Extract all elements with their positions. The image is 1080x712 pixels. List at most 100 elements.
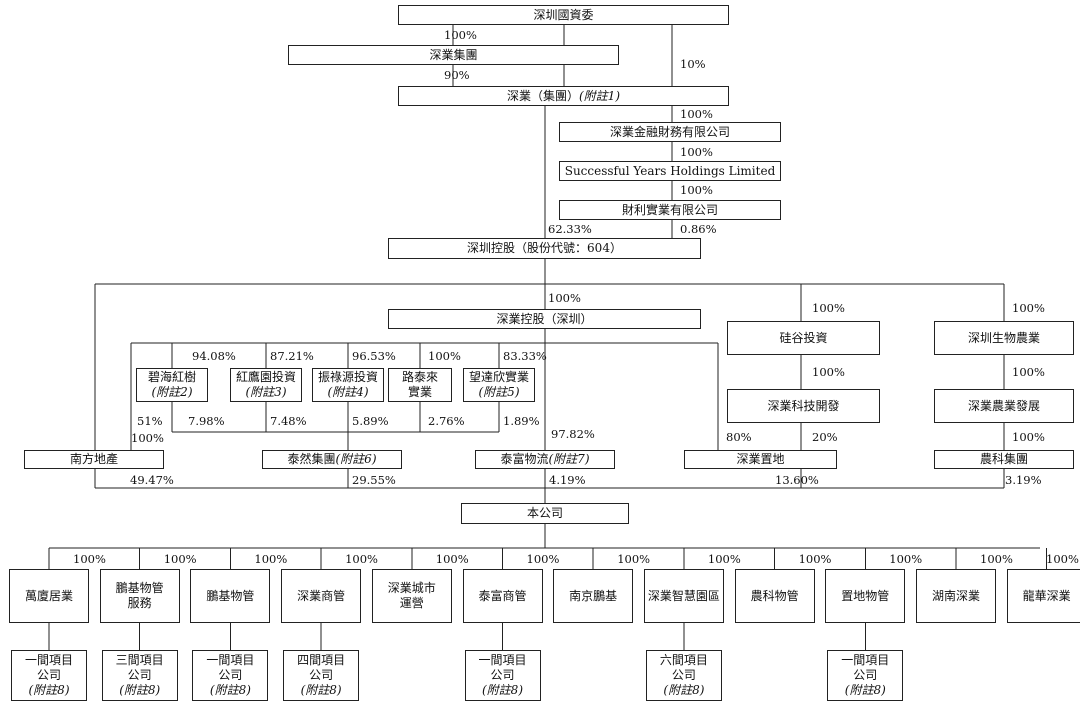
project-count-label: 三間項目 [115, 653, 164, 667]
the-company-label: 本公司 [526, 506, 563, 520]
note-1: (附註1) [579, 88, 620, 103]
project-count-label: 一間項目 [206, 653, 255, 667]
pct-sytech-to-syland: 20% [812, 430, 838, 444]
pct-company-to-subsidiary: 100% [73, 552, 106, 566]
shenzhen-bio-agriculture-label: 深圳生物農業 [967, 330, 1040, 345]
subsidiary-label: 鵬基物管 [206, 588, 255, 603]
pct-wangdaxin-to-tairan: 1.89% [503, 414, 540, 428]
subsidiary-label: 鵬基物管 [115, 581, 164, 595]
pct-sasac-to-group: 100% [444, 28, 477, 42]
tairan-group-label: 泰然集團 [287, 452, 336, 466]
note-8: (附註8) [844, 683, 886, 697]
pct-successful-years-to-caili: 100% [680, 183, 713, 197]
pct-holdings-to-szbio: 100% [1012, 301, 1045, 315]
wangdaxin-label: 望達欣實業 [468, 370, 529, 384]
pct-tairan-to-company: 29.55% [352, 473, 396, 487]
pct-lutailai-to-tairan: 2.76% [428, 414, 465, 428]
project-count-label: 六間項目 [659, 653, 708, 667]
hongying-investment-label: 紅鷹園投資 [235, 370, 296, 384]
project-count-label: 一間項目 [478, 653, 527, 667]
pct-company-to-subsidiary: 100% [617, 552, 651, 566]
pct-guigu-to-sytech: 100% [812, 365, 845, 379]
pct-groupco-to-holdings: 62.33% [548, 222, 592, 236]
subsidiary-label: 泰富商管 [478, 588, 527, 603]
shum-yip-land-label: 深業置地 [736, 452, 785, 466]
shum-yip-agriculture-development-box: 深業農業發展 [934, 389, 1074, 423]
nanfang-property-box: 南方地產 [24, 450, 164, 469]
shum-yip-group-label: 深業集團 [429, 47, 478, 62]
pct-taifu-to-company: 4.19% [549, 473, 586, 487]
note-8: (附註8) [119, 683, 161, 697]
pct-company-to-subsidiary: 100% [798, 552, 832, 566]
pct-sysz-to-wangdaxin: 83.33% [503, 349, 547, 363]
pct-sysz-to-lutailai: 100% [428, 349, 461, 363]
pct-sysz-to-hongying: 87.21% [270, 349, 314, 363]
pct-company-to-subsidiary: 100% [345, 552, 378, 566]
pct-nongke-to-company: 3.19% [1005, 473, 1042, 487]
shum-yip-finance-box: 深業金融財務有限公司 [559, 122, 781, 142]
lutailai-label-line2: 實業 [407, 385, 432, 399]
note-8: (附註8) [663, 683, 705, 697]
taifu-logistics-box: 泰富物流(附註7) [475, 450, 615, 469]
subsidiary-label: 萬廈居業 [24, 588, 73, 603]
project-company-label: 公司 [127, 668, 152, 682]
subsidiary-box: 置地物管 [825, 569, 906, 623]
pct-company-to-subsidiary: 100% [707, 552, 741, 566]
shum-yip-holdings-shenzhen-label: 深業控股（深圳） [496, 311, 593, 326]
project-company-label: 公司 [671, 668, 696, 682]
subsidiary-box: 鵬基物管服務 [99, 569, 180, 623]
pct-bihai-to-tairan: 7.98% [188, 414, 225, 428]
project-company-box: 四間項目公司(附註8) [283, 650, 360, 701]
subsidiary-label: 深業商管 [297, 588, 346, 603]
bihai-hongshu-label: 碧海紅樹 [147, 370, 196, 384]
project-company-label: 公司 [36, 668, 61, 682]
note-8: (附註8) [300, 683, 342, 697]
bihai-hongshu-box: 碧海紅樹(附註2) [136, 368, 208, 402]
pct-company-to-subsidiary: 100% [889, 552, 923, 566]
shum-yip-holdings-shenzhen-box: 深業控股（深圳） [388, 309, 701, 329]
subsidiary-label: 深業智慧園區 [647, 588, 720, 603]
hongying-investment-box: 紅鷹園投資(附註3) [230, 368, 302, 402]
subsidiary-label: 湖南深業 [931, 588, 980, 603]
pct-company-to-subsidiary: 100% [980, 552, 1013, 566]
pct-holdings-to-guigu: 100% [812, 301, 845, 315]
pct-sysz-to-nanfang: 51% [137, 414, 163, 428]
pct-company-to-subsidiary: 100% [526, 552, 560, 566]
pct-holdings-to-shumyip-sz: 100% [548, 291, 581, 305]
zhenluyuan-investment-box: 振祿源投資(附註4) [312, 368, 384, 402]
pct-group-to-groupco: 90% [444, 68, 470, 82]
subsidiary-box: 農科物管 [734, 569, 815, 623]
subsidiary-label: 南京鵬基 [569, 588, 618, 603]
note-4: (附註4) [327, 385, 369, 399]
note-3: (附註3) [245, 385, 287, 399]
guigu-investment-box: 硅谷投資 [727, 321, 880, 355]
project-company-label: 公司 [490, 668, 515, 682]
pct-caili-to-holdings: 0.86% [680, 222, 717, 236]
pct-company-to-subsidiary: 100% [254, 552, 288, 566]
project-company-label: 公司 [309, 668, 334, 682]
shum-yip-agriculture-development-label: 深業農業發展 [967, 398, 1040, 413]
nongke-group-box: 農科集團 [934, 450, 1074, 469]
subsidiary-box: 南京鵬基 [553, 569, 634, 623]
note-8: (附註8) [482, 683, 523, 697]
lutailai-label: 路泰來 [401, 370, 438, 384]
pct-company-to-subsidiary: 100% [435, 552, 469, 566]
the-company-box: 本公司 [461, 503, 629, 524]
project-company-box: 一間項目公司(附註8) [192, 650, 269, 701]
subsidiary-box: 深業智慧園區 [643, 569, 724, 623]
project-company-label: 公司 [218, 668, 243, 682]
pct-hongying-to-tairan: 7.48% [270, 414, 307, 428]
shenzhen-sasac-label: 深圳國資委 [533, 7, 594, 22]
pct-sysz-to-syland: 80% [726, 430, 752, 444]
nongke-group-label: 農科集團 [979, 452, 1028, 466]
shenzhen-holdings-box: 深圳控股（股份代號：604） [388, 238, 701, 259]
subsidiary-label: 深業城市 [387, 581, 436, 595]
connector-lines [48, 25, 1048, 650]
subsidiary-box: 萬廈居業 [9, 569, 89, 623]
pct-zhenlu-to-tairan: 5.89% [352, 414, 389, 428]
project-company-box: 一間項目公司(附註8) [827, 650, 904, 701]
subsidiary-label-line2: 運營 [399, 596, 424, 610]
shum-yip-tech-development-label: 深業科技開發 [767, 398, 840, 413]
subsidiary-box: 龍華深業 [1006, 569, 1080, 623]
